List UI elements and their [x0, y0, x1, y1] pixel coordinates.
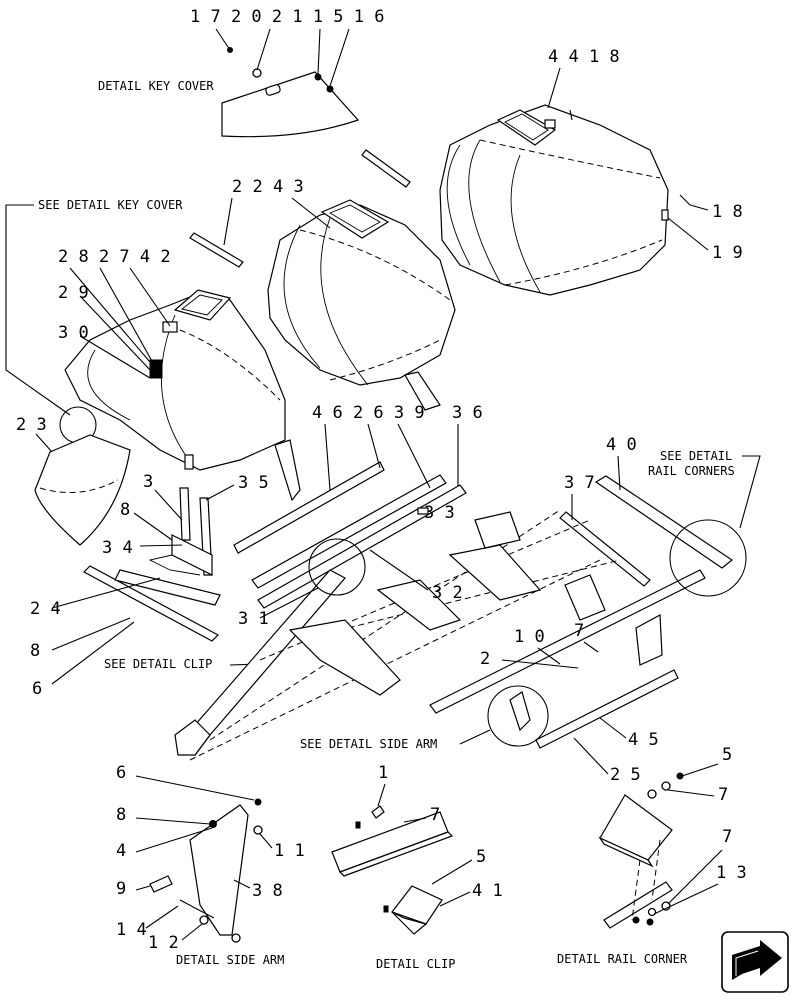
callout-top-row: 1 7 2 0 2 1 1 5 1 6: [190, 7, 384, 27]
detail-circle-side-arm: [487, 685, 549, 747]
callout-37: 3 7: [564, 473, 595, 493]
detail-clip: [331, 805, 454, 935]
callout-29: 2 9: [58, 283, 89, 303]
caption-detail-rail-corner: DETAIL RAIL CORNER: [557, 952, 688, 966]
callout-28-27-42: 2 8 2 7 4 2: [58, 247, 171, 267]
callout-10: 1 0: [514, 627, 545, 647]
callout-2: 2: [480, 649, 490, 669]
callout-7d: 7: [722, 827, 732, 847]
callout-34: 3 4: [102, 538, 133, 558]
callout-6a: 6: [32, 679, 42, 699]
callout-44-18: 4 4 1 8: [548, 47, 620, 67]
caption-see-detail-rail-1: SEE DETAIL: [660, 449, 732, 463]
callout-25: 2 5: [610, 765, 641, 785]
callout-18: 1 8: [712, 202, 743, 222]
shield-23: [34, 434, 131, 546]
callout-8a: 8: [120, 500, 130, 520]
callout-9: 9: [116, 879, 126, 899]
caption-detail-key-cover: DETAIL KEY COVER: [98, 79, 214, 93]
cover-strip-22: [189, 232, 244, 268]
callout-11: 1 1: [274, 841, 305, 861]
caption-see-detail-clip: SEE DETAIL CLIP: [104, 657, 212, 671]
rails: [233, 439, 734, 749]
callout-33: 3 3: [424, 503, 455, 523]
callout-8c: 8: [116, 805, 126, 825]
plate-24b: [114, 569, 221, 606]
key-cover-detail: [215, 28, 360, 138]
callout-13: 1 3: [716, 863, 747, 883]
callout-5a: 5: [476, 847, 486, 867]
callout-45: 4 5: [628, 730, 659, 750]
arrow-navigation-icon[interactable]: [721, 931, 789, 993]
caption-see-detail-key-cover: SEE DETAIL KEY COVER: [38, 198, 183, 212]
caption-detail-clip: DETAIL CLIP: [376, 957, 455, 971]
callout-8b: 8: [30, 641, 40, 661]
callout-7b: 7: [430, 805, 440, 825]
callout-23: 2 3: [16, 415, 47, 435]
callout-36: 3 6: [452, 403, 483, 423]
callout-7a: 7: [574, 621, 584, 641]
callout-4: 4: [116, 841, 126, 861]
caption-see-detail-side-arm: SEE DETAIL SIDE ARM: [300, 737, 437, 751]
caption-see-detail-rail-2: RAIL CORNERS: [648, 464, 735, 478]
callout-32: 3 2: [432, 583, 463, 603]
callout-5b: 5: [722, 745, 732, 765]
callout-14: 1 4: [116, 920, 147, 940]
frame: [174, 509, 621, 761]
bracket-assembly: [148, 487, 213, 576]
plate-24: [83, 565, 219, 642]
callout-35: 3 5: [238, 473, 269, 493]
callout-41: 4 1: [472, 881, 503, 901]
callout-1: 1: [378, 763, 388, 783]
detail-side-arm: [149, 798, 263, 943]
callout-7c: 7: [718, 785, 728, 805]
callout-43: 4 3: [273, 177, 304, 197]
callout-40: 4 0: [606, 435, 637, 455]
callout-rail-row: 4 6 2 6 3 9: [312, 403, 425, 423]
callout-38: 3 8: [252, 881, 283, 901]
callout-12: 1 2: [148, 933, 179, 953]
callout-24: 2 4: [30, 599, 61, 619]
callout-30: 3 0: [58, 323, 89, 343]
detail-circle-rail-corner: [669, 519, 747, 597]
detail-rail-corner: [598, 772, 684, 929]
callout-31: 3 1: [238, 609, 269, 629]
callout-22: 2 2: [232, 177, 263, 197]
side-arm-small: [635, 614, 663, 666]
cover-strip: [361, 149, 411, 188]
caption-detail-side-arm: DETAIL SIDE ARM: [176, 953, 284, 967]
tank-right: [439, 104, 691, 296]
callout-19: 1 9: [712, 243, 743, 263]
callout-3: 3: [143, 472, 153, 492]
detail-circle-clip: [308, 538, 366, 596]
tank-middle: [267, 199, 456, 411]
callout-6b: 6: [116, 763, 126, 783]
